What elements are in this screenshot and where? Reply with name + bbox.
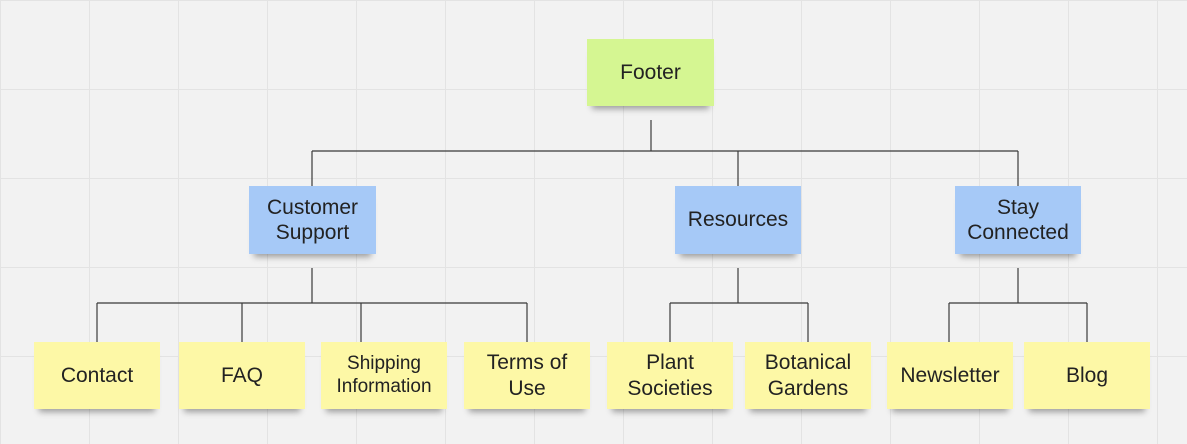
footer-root-node[interactable]: Footer (587, 39, 714, 106)
footer-root-label: Footer (620, 60, 681, 84)
leaf-label: Botanical Gardens (764, 351, 852, 400)
category-stay-connected[interactable]: Stay Connected (955, 186, 1081, 254)
category-resources[interactable]: Resources (675, 186, 801, 254)
leaf-newsletter[interactable]: Newsletter (887, 342, 1013, 409)
leaf-plant-societies[interactable]: Plant Societies (607, 342, 733, 409)
leaf-label: Blog (1065, 363, 1109, 387)
category-label: Customer Support (266, 195, 359, 244)
leaf-botanical-gardens[interactable]: Botanical Gardens (745, 342, 871, 409)
category-customer-support[interactable]: Customer Support (249, 186, 376, 254)
leaf-terms-of-use[interactable]: Terms of Use (464, 342, 590, 409)
category-label: Resources (687, 208, 789, 232)
leaf-shipping-information[interactable]: Shipping Information (321, 342, 447, 409)
leaf-label: Terms of Use (486, 351, 568, 400)
leaf-label: FAQ (220, 363, 263, 387)
category-label: Stay Connected (967, 195, 1069, 244)
leaf-label: Newsletter (900, 363, 1000, 387)
leaf-label: Plant Societies (627, 351, 713, 400)
leaf-label: Contact (60, 363, 134, 387)
leaf-blog[interactable]: Blog (1024, 342, 1150, 409)
leaf-contact[interactable]: Contact (34, 342, 160, 409)
leaf-faq[interactable]: FAQ (179, 342, 305, 409)
leaf-label: Shipping Information (336, 352, 432, 397)
